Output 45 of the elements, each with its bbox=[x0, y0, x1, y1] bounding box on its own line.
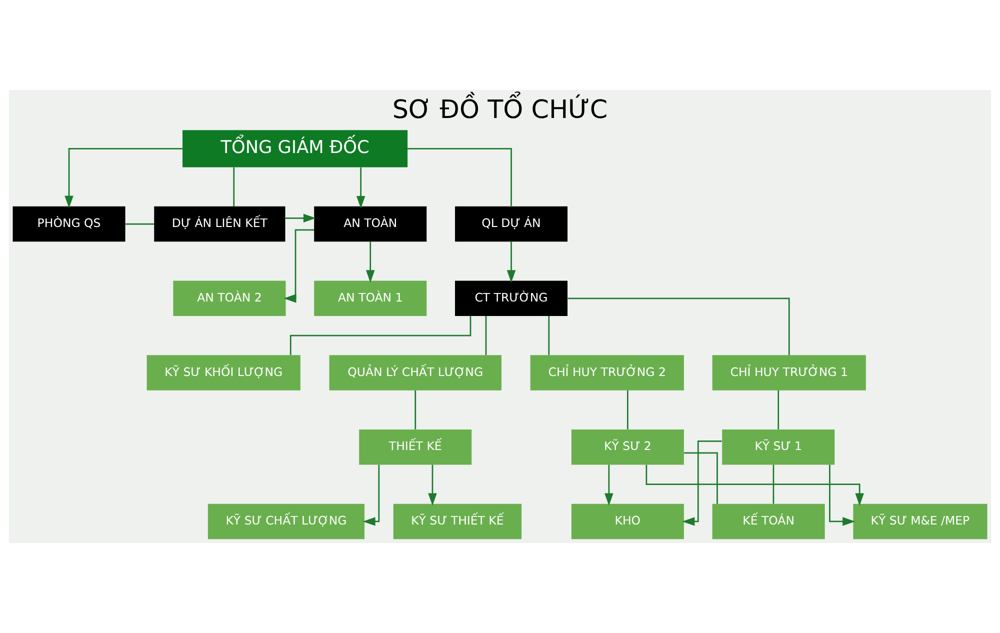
node-box: THIẾT KẾ bbox=[359, 430, 472, 465]
arrow bbox=[682, 440, 722, 526]
node-box: CHỈ HUY TRƯỞNG 1 bbox=[712, 355, 866, 390]
arrow bbox=[362, 464, 380, 526]
connector bbox=[778, 390, 780, 430]
connector bbox=[408, 148, 512, 206]
node-box: AN TOÀN bbox=[314, 206, 427, 242]
arrow bbox=[64, 148, 182, 208]
node-box: AN TOÀN 1 bbox=[314, 280, 427, 316]
node-box: KỸ SƯ M&E /MEP bbox=[853, 504, 988, 540]
connector bbox=[772, 464, 774, 504]
arrow bbox=[284, 229, 314, 303]
node-box: TỔNG GIÁM ĐỐC bbox=[182, 130, 408, 168]
node-box: KẾ TOÁN bbox=[712, 504, 825, 540]
arrow bbox=[356, 167, 366, 208]
connector bbox=[485, 316, 487, 355]
node-box: CHỈ HUY TRƯỞNG 2 bbox=[530, 355, 684, 390]
node-box: PHÒNG QS bbox=[12, 206, 126, 242]
arrow bbox=[646, 464, 864, 506]
arrow bbox=[506, 242, 516, 283]
connector bbox=[126, 223, 154, 225]
diagram-title: SƠ ĐỒ TỔ CHỨC bbox=[392, 94, 608, 124]
node-box: QUẢN LÝ CHẤT LƯỢNG bbox=[329, 355, 502, 390]
connector bbox=[568, 298, 790, 356]
connector bbox=[548, 316, 550, 355]
node-box: KỸ SƯ KHỐI LƯỢNG bbox=[146, 355, 300, 390]
node-box: QL DỰ ÁN bbox=[455, 206, 568, 242]
connector bbox=[684, 452, 718, 504]
arrow bbox=[604, 464, 614, 506]
node-box: AN TOÀN 2 bbox=[173, 280, 286, 316]
node-box: KỸ SƯ CHẤT LƯỢNG bbox=[208, 504, 364, 540]
arrow bbox=[285, 214, 316, 223]
node-box: KHO bbox=[571, 504, 684, 540]
arrow bbox=[829, 464, 856, 526]
node-box: KỸ SƯ 2 bbox=[571, 430, 684, 465]
arrow bbox=[366, 242, 375, 283]
node-box: KỸ SƯ THIẾT KẾ bbox=[393, 504, 522, 540]
node-box: KỸ SƯ 1 bbox=[722, 430, 835, 465]
node-box: DỰ ÁN LIÊN KẾT bbox=[154, 206, 286, 242]
connector bbox=[290, 316, 472, 356]
arrow bbox=[428, 464, 437, 506]
connector bbox=[233, 167, 235, 206]
connector bbox=[414, 390, 416, 430]
connector bbox=[627, 390, 628, 430]
node-box: CT TRƯỜNG bbox=[455, 280, 568, 316]
